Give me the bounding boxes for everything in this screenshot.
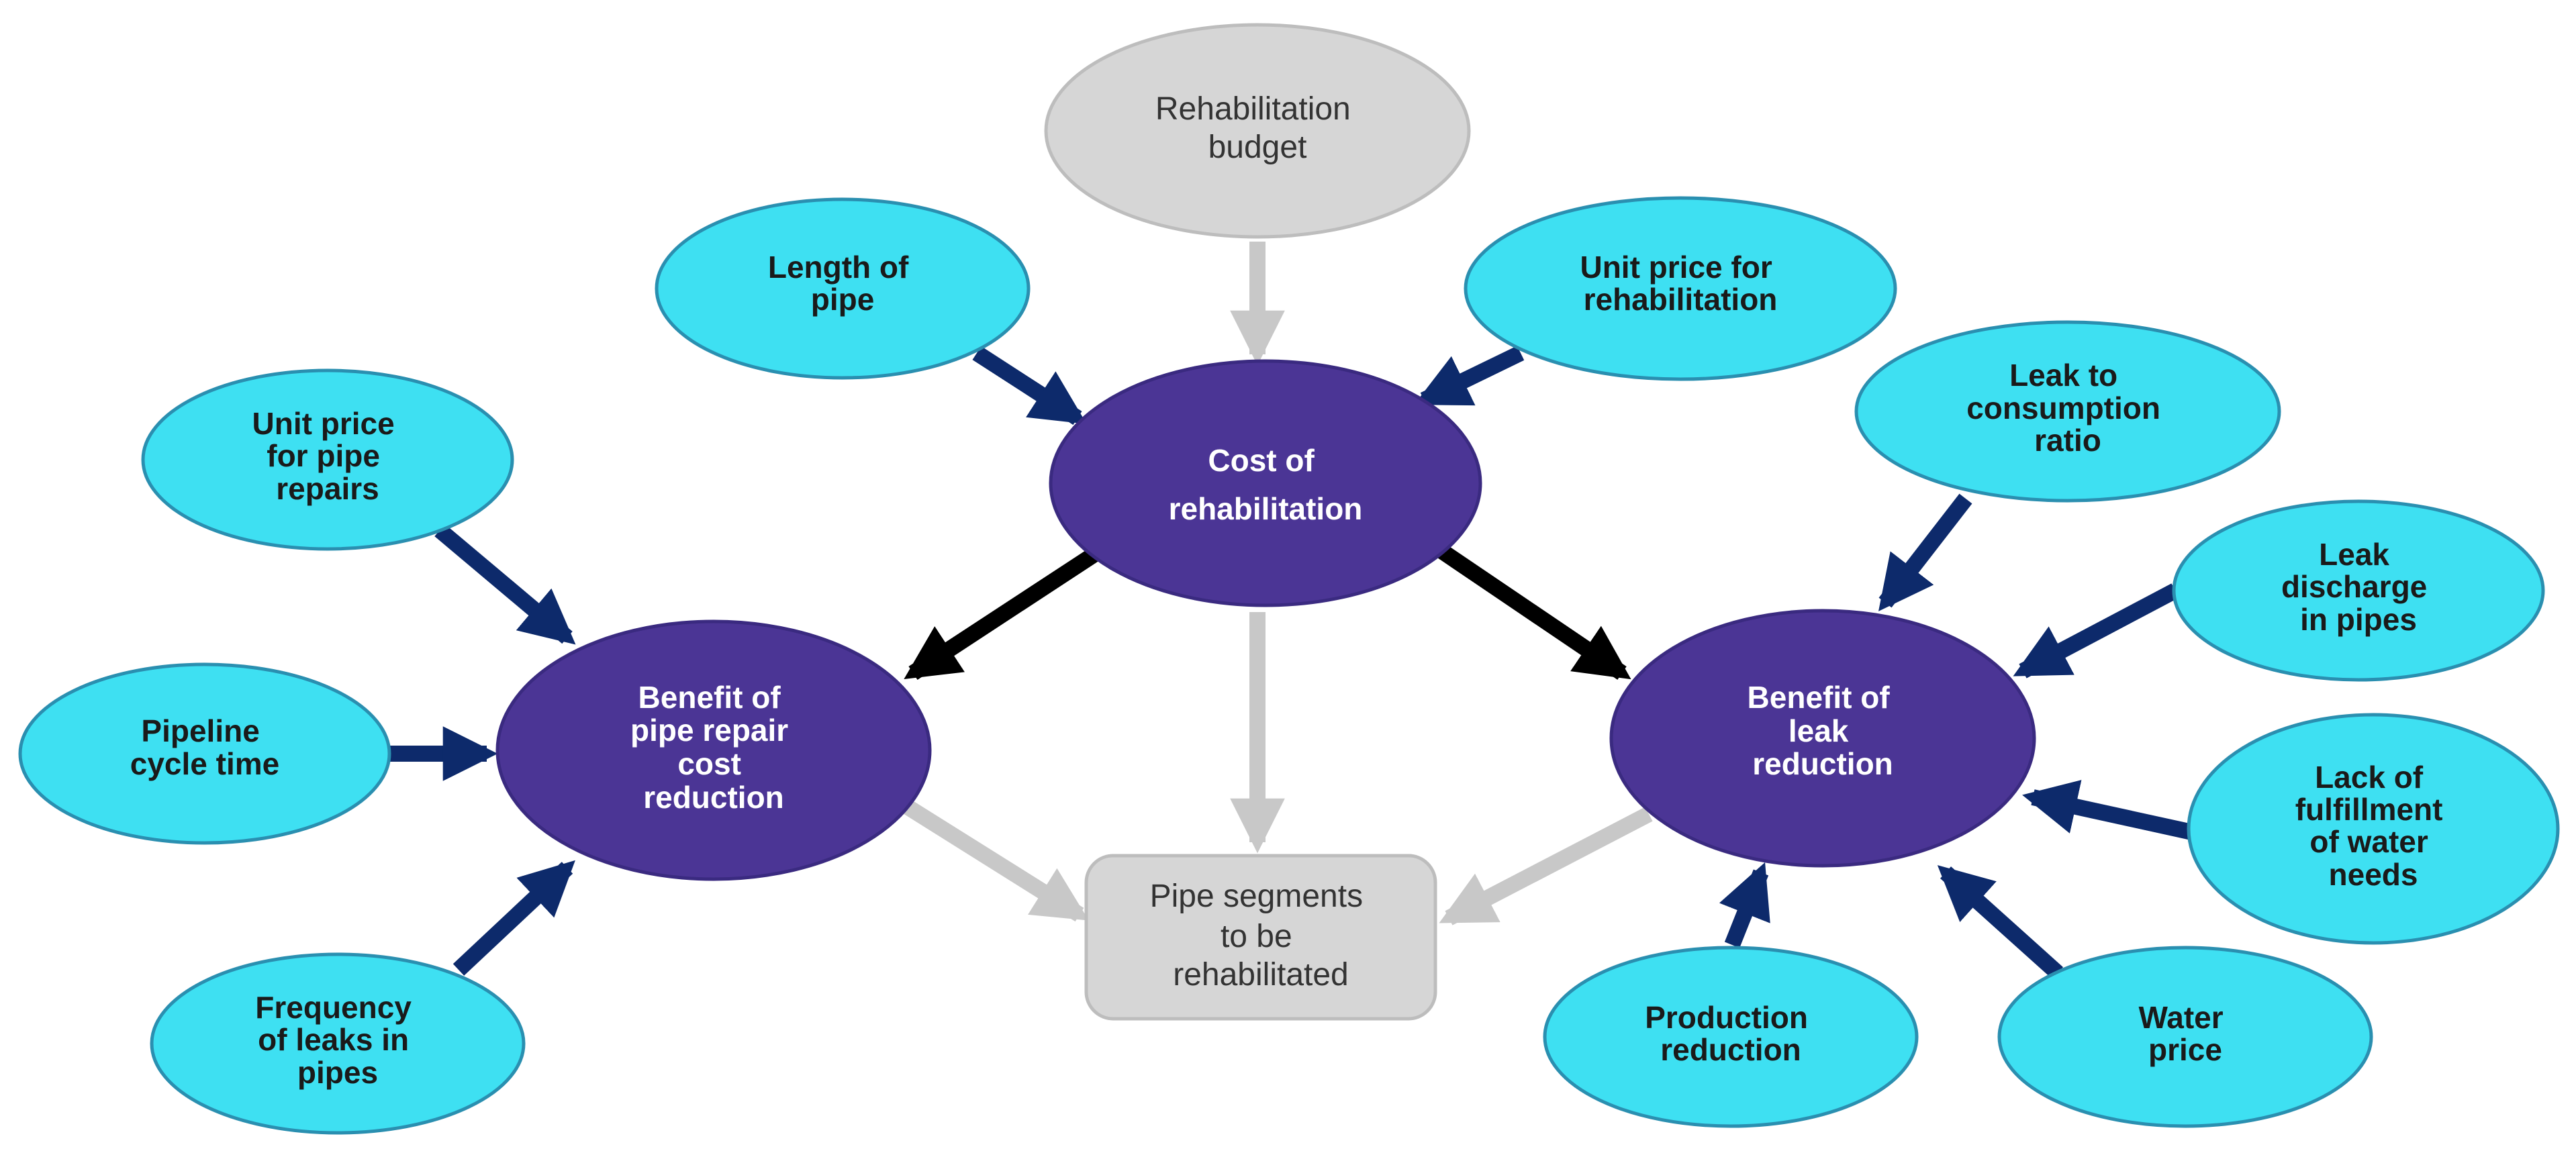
- node-label-line: cycle time: [130, 746, 279, 781]
- node-benefit-pipe-repair-cost-reduction: Benefit of pipe repair cost reduction: [495, 619, 932, 881]
- node-label-line: discharge: [2281, 569, 2427, 604]
- svg-text:Pipe segments to be: Pipe segments to be rehabilitated: [1150, 878, 1372, 993]
- node-cost-of-rehabilitation: Cost of rehabilitation: [1049, 359, 1482, 607]
- arrow-leak-to-segments: [1439, 807, 1653, 925]
- node-label-line: Benefit of: [1748, 680, 1891, 715]
- node-label-line: Leak: [2319, 537, 2389, 572]
- arrow-discharge-to-leak: [2013, 583, 2179, 678]
- node-label-line: of leaks in: [258, 1022, 409, 1057]
- node-label-line: ratio: [2034, 423, 2101, 458]
- node-length-of-pipe: Length of pipe: [655, 197, 1031, 380]
- node-label-line: in pipes: [2300, 602, 2417, 637]
- node-label-line: Leak to: [2009, 358, 2117, 393]
- arrow-repair-to-segments: [898, 797, 1089, 922]
- node-label-line: Frequency: [255, 990, 412, 1025]
- arrow-unitrepairs-to-repair: [434, 523, 576, 645]
- svg-text:Unit price for rehabilit: Unit price for rehabilitation: [1580, 250, 1780, 317]
- svg-text:Benefit of pipe repair: Benefit of pipe repair cost reduction: [630, 680, 797, 815]
- node-label-line: rehabilitation: [1169, 491, 1363, 526]
- node-label-line: cost: [677, 746, 741, 781]
- svg-text:Water price: Water price: [2139, 1000, 2232, 1067]
- node-label-line: pipe: [811, 282, 875, 317]
- node-rehabilitation-budget: Rehabilitation budget: [1044, 23, 1471, 239]
- node-leak-to-consumption-ratio: Leak to consumption ratio: [1854, 320, 2281, 503]
- node-label-line: Pipeline: [141, 713, 259, 748]
- node-label-line: Rehabilitation: [1155, 91, 1351, 127]
- svg-text:Leak discharge in: Leak discharge in pipes: [2281, 537, 2436, 637]
- svg-text:Pipeline cycle time: Pipeline cycle time: [130, 713, 279, 781]
- svg-text:Rehabilitation budget: Rehabilitation budget: [1155, 91, 1359, 165]
- node-frequency-of-leaks: Frequency of leaks in pipes: [150, 952, 526, 1135]
- node-pipe-segments: Pipe segments to be rehabilitated: [1084, 854, 1437, 1021]
- arrow-waterprice-to-leak: [1937, 865, 2064, 979]
- node-unit-price-pipe-repairs: Unit price for pipe repairs: [141, 368, 514, 551]
- svg-text:Production reduction: Production reduction: [1645, 1000, 1817, 1067]
- node-label-line: pipe repair: [630, 713, 788, 748]
- svg-text:Lack of fulfillment: Lack of fulfillment of water needs: [2295, 760, 2452, 892]
- node-label-line: needs: [2329, 857, 2418, 892]
- svg-text:Frequency of leaks in: Frequency of leaks in pipes: [255, 990, 420, 1090]
- node-production-reduction: Production reduction: [1543, 946, 1919, 1128]
- node-label-line: to be: [1221, 919, 1292, 954]
- svg-text:Benefit of leak re: Benefit of leak reduction: [1748, 680, 1899, 781]
- svg-text:Length of pipe: Length of pipe: [768, 250, 917, 317]
- node-label-line: Cost of: [1208, 443, 1315, 478]
- node-label-line: rehabilitation: [1584, 282, 1778, 317]
- arrow-leakratio-to-leak: [1878, 493, 1972, 611]
- node-label-line: consumption: [1966, 391, 2160, 425]
- node-benefit-leak-reduction: Benefit of leak reduction: [1609, 609, 2036, 868]
- arrow-cost-to-leak: [1434, 542, 1631, 680]
- node-label-line: Unit price for: [1580, 250, 1772, 285]
- node-label-line: Benefit of: [638, 680, 781, 715]
- arrow-lack-to-leak: [2022, 780, 2194, 840]
- node-label-line: reduction: [643, 780, 784, 815]
- arrow-freq-to-repair: [452, 860, 575, 976]
- svg-text:Leak to consumption: Leak to consumption ratio: [1966, 358, 2169, 458]
- node-label-line: price: [2148, 1032, 2222, 1067]
- arrow-production-to-leak: [1719, 862, 1770, 948]
- node-label-line: of water: [2309, 824, 2428, 859]
- arrow-unitrehab-to-cost: [1414, 346, 1525, 407]
- node-label-line: Unit price: [252, 406, 395, 441]
- node-label-line: Pipe segments: [1150, 878, 1364, 914]
- node-label-line: pipes: [297, 1055, 378, 1090]
- svg-text:Unit price for pipe: Unit price for pipe repairs: [252, 406, 403, 506]
- node-label-line: Water: [2139, 1000, 2224, 1035]
- node-leak-discharge-in-pipes: Leak discharge in pipes: [2172, 499, 2545, 682]
- node-pipeline-cycle-time: Pipeline cycle time: [18, 662, 391, 845]
- node-label-line: for pipe: [267, 438, 380, 473]
- node-label-line: Lack of: [2315, 760, 2424, 795]
- node-label-line: Length of: [768, 250, 909, 285]
- node-label-line: reduction: [1660, 1032, 1801, 1067]
- svg-text:Cost of rehabilitation: Cost of rehabilitation: [1169, 443, 1363, 526]
- node-label-line: repairs: [276, 471, 379, 506]
- node-unit-price-rehabilitation: Unit price for rehabilitation: [1464, 196, 1897, 381]
- node-water-price: Water price: [1997, 946, 2373, 1128]
- node-label-line: leak: [1788, 713, 1849, 748]
- node-label-line: fulfillment: [2295, 792, 2443, 827]
- arrow-cost-to-repair: [904, 547, 1099, 681]
- node-label-line: Production: [1645, 1000, 1808, 1035]
- node-label-line: reduction: [1752, 746, 1893, 781]
- node-label-line: rehabilitated: [1173, 957, 1349, 993]
- arrow-length-to-cost: [972, 346, 1087, 425]
- node-lack-of-fulfillment: Lack of fulfillment of water needs: [2187, 713, 2560, 945]
- node-label-line: budget: [1208, 130, 1307, 165]
